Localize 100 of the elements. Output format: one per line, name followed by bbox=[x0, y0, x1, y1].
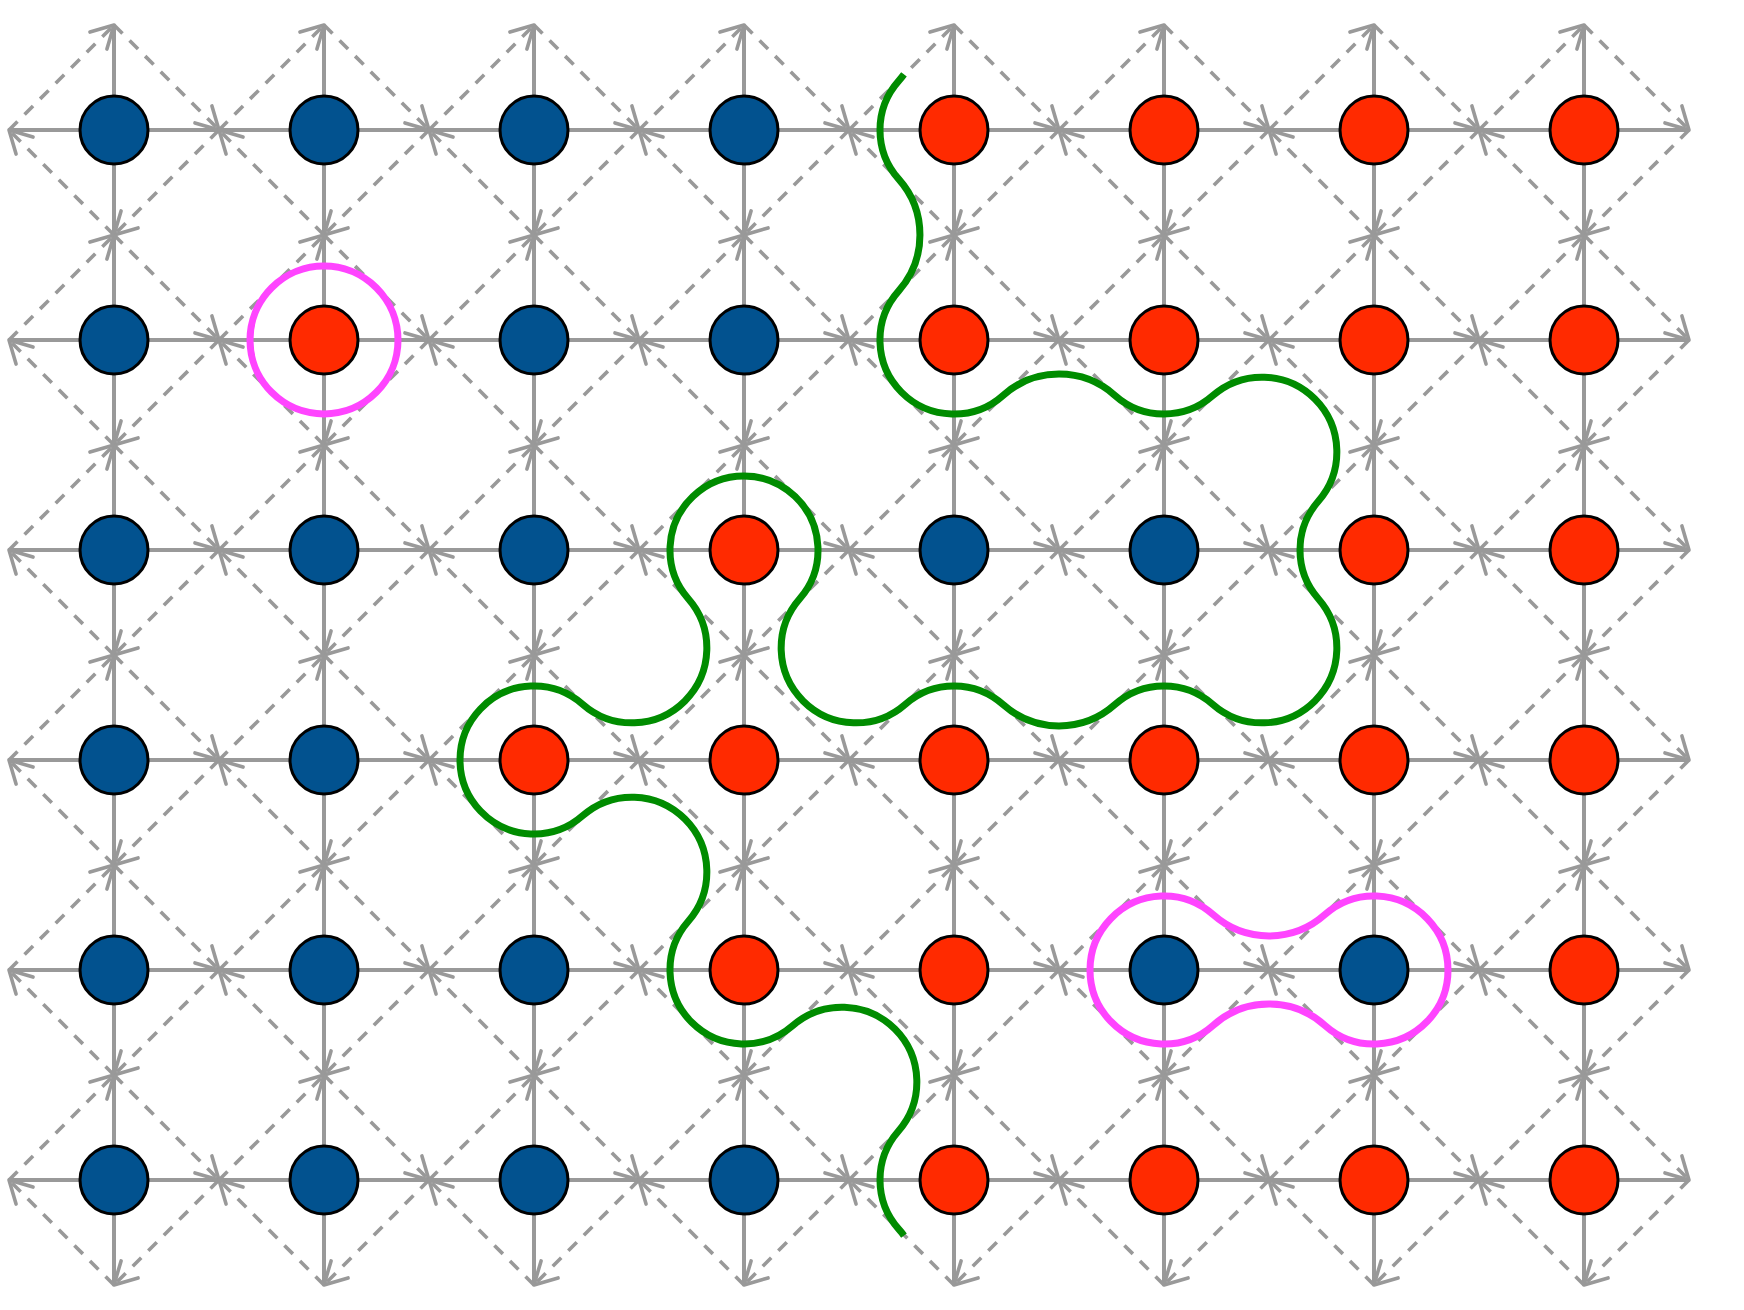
lattice-bond bbox=[358, 758, 500, 762]
lattice-bond bbox=[952, 1004, 956, 1146]
lattice-site bbox=[918, 514, 990, 586]
lattice-bond bbox=[322, 584, 326, 726]
lattice-bond bbox=[568, 548, 710, 552]
lattice-site bbox=[918, 304, 990, 376]
lattice-site bbox=[78, 94, 150, 166]
lattice-bond bbox=[742, 164, 746, 306]
lattice-bond bbox=[1408, 338, 1550, 342]
lattice-bond bbox=[742, 1214, 746, 1285]
lattice-bond bbox=[952, 374, 956, 516]
lattice-bond bbox=[1408, 128, 1550, 132]
lattice-bond bbox=[148, 758, 290, 762]
lattice-site bbox=[918, 934, 990, 1006]
lattice-site bbox=[708, 1144, 780, 1216]
lattice-site bbox=[288, 94, 360, 166]
lattice-bond bbox=[322, 1214, 326, 1285]
lattice-bond bbox=[1372, 794, 1376, 936]
lattice-bond bbox=[952, 584, 956, 726]
lattice-site bbox=[1548, 304, 1620, 376]
lattice-bond bbox=[952, 794, 956, 936]
lattice-bond bbox=[112, 584, 116, 726]
lattice-bond bbox=[532, 794, 536, 936]
lattice-bond bbox=[1372, 374, 1376, 516]
lattice-bond bbox=[1198, 128, 1340, 132]
lattice-bond bbox=[322, 794, 326, 936]
lattice-bond bbox=[358, 968, 500, 972]
lattice-bond bbox=[1582, 25, 1586, 96]
lattice-bond bbox=[778, 968, 920, 972]
lattice-bond bbox=[1372, 1214, 1376, 1285]
lattice-bond bbox=[322, 164, 326, 306]
lattice-site bbox=[1338, 304, 1410, 376]
lattice-bond bbox=[1618, 758, 1689, 762]
lattice-bond bbox=[1618, 338, 1689, 342]
lattice-site bbox=[708, 934, 780, 1006]
lattice-bond bbox=[1618, 1178, 1689, 1182]
lattice-bond bbox=[148, 338, 290, 342]
lattice-site bbox=[1338, 724, 1410, 796]
lattice-bond bbox=[9, 758, 80, 762]
lattice-bond bbox=[9, 548, 80, 552]
lattice-site bbox=[708, 724, 780, 796]
lattice-bond bbox=[1408, 1178, 1550, 1182]
lattice-bond bbox=[112, 374, 116, 516]
lattice-site bbox=[498, 514, 570, 586]
lattice-bond bbox=[568, 128, 710, 132]
lattice-bond bbox=[1198, 338, 1340, 342]
lattice-site bbox=[1128, 94, 1200, 166]
lattice-site bbox=[78, 934, 150, 1006]
lattice-site bbox=[498, 304, 570, 376]
lattice-bond bbox=[1582, 794, 1586, 936]
lattice-bond bbox=[742, 25, 746, 96]
lattice-bond bbox=[112, 1214, 116, 1285]
lattice-bond bbox=[532, 164, 536, 306]
lattice-bond bbox=[358, 1178, 500, 1182]
lattice-bond bbox=[112, 794, 116, 936]
lattice-bond bbox=[988, 548, 1130, 552]
lattice-bond bbox=[778, 1178, 920, 1182]
lattice-site bbox=[1338, 1144, 1410, 1216]
lattice-bond bbox=[1162, 1214, 1166, 1285]
lattice-bond bbox=[112, 1004, 116, 1146]
lattice-site bbox=[498, 94, 570, 166]
lattice-bond bbox=[9, 128, 80, 132]
lattice-bond bbox=[1198, 968, 1340, 972]
lattice-site bbox=[1338, 94, 1410, 166]
lattice-bond bbox=[9, 338, 80, 342]
lattice-site bbox=[498, 1144, 570, 1216]
lattice-bond bbox=[988, 338, 1130, 342]
lattice-bond bbox=[742, 584, 746, 726]
lattice-site bbox=[78, 724, 150, 796]
lattice-site bbox=[498, 724, 570, 796]
lattice-site bbox=[1548, 514, 1620, 586]
lattice-site bbox=[288, 934, 360, 1006]
lattice-site bbox=[288, 304, 360, 376]
lattice-bond bbox=[1162, 374, 1166, 516]
lattice-bond bbox=[568, 968, 710, 972]
lattice-bond bbox=[112, 164, 116, 306]
lattice-bond bbox=[1618, 968, 1689, 972]
lattice-bond bbox=[1408, 548, 1550, 552]
lattice-site bbox=[1548, 934, 1620, 1006]
lattice-bond bbox=[952, 164, 956, 306]
lattice-bond bbox=[568, 338, 710, 342]
lattice-bond bbox=[148, 968, 290, 972]
lattice-bond bbox=[1582, 164, 1586, 306]
lattice-bond bbox=[1618, 548, 1689, 552]
lattice-site bbox=[288, 514, 360, 586]
lattice-bond bbox=[988, 758, 1130, 762]
lattice-site bbox=[1548, 1144, 1620, 1216]
lattice-site bbox=[498, 934, 570, 1006]
lattice-bond bbox=[532, 1004, 536, 1146]
lattice-bond bbox=[988, 968, 1130, 972]
lattice-bond bbox=[1372, 25, 1376, 96]
lattice-site bbox=[1128, 1144, 1200, 1216]
lattice-bond bbox=[532, 25, 536, 96]
lattice-site bbox=[918, 1144, 990, 1216]
lattice-bond bbox=[778, 128, 920, 132]
lattice-bond bbox=[778, 758, 920, 762]
lattice-site bbox=[1338, 514, 1410, 586]
lattice-site bbox=[918, 94, 990, 166]
lattice-bond bbox=[952, 1214, 956, 1285]
lattice-site bbox=[708, 94, 780, 166]
